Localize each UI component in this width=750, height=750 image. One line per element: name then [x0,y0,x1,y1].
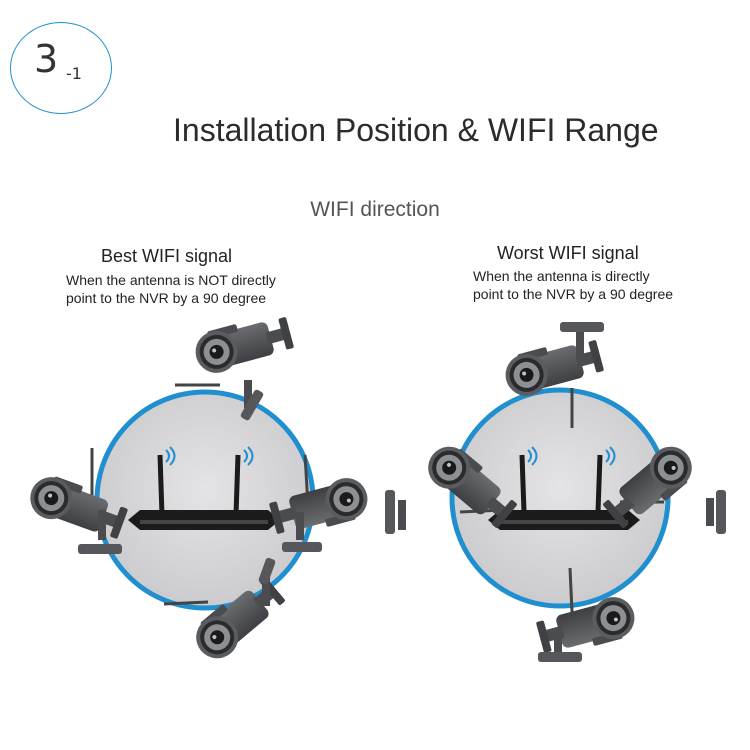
best-camera-bottom-icon [163,557,289,667]
step-sub-number: -1 [66,64,82,83]
best-wifi-wave-icon [165,446,254,466]
best-signal-heading: Best WIFI signal [101,246,233,266]
step-number: 3 [34,37,59,81]
worst-camera-left-icon [385,437,522,534]
worst-camera-bottom-icon [534,567,640,662]
best-camera-right-icon [267,454,373,552]
worst-signal-heading: Worst WIFI signal [497,243,639,263]
worst-nvr [488,454,640,530]
worst-camera-right-icon [599,438,726,534]
worst-wifi-wave-icon [527,446,616,466]
worst-camera-top-icon [500,322,606,428]
best-range-circle [94,389,316,611]
best-signal-desc-line2: point to the NVR by a 90 degree [66,290,267,306]
page-title: Installation Position & WIFI Range [173,112,659,148]
best-signal-diagram [24,310,373,667]
best-camera-top-icon [175,310,296,421]
worst-signal-desc-line1: When the antenna is directly [473,268,650,284]
worst-signal-desc-line2: point to the NVR by a 90 degree [473,286,674,302]
step-badge [10,22,112,114]
best-nvr [128,454,280,530]
best-camera-left-icon [24,448,131,554]
diagram-subtitle: WIFI direction [310,198,440,221]
best-signal-desc-line1: When the antenna is NOT directly [66,272,276,288]
worst-signal-diagram [385,322,726,662]
